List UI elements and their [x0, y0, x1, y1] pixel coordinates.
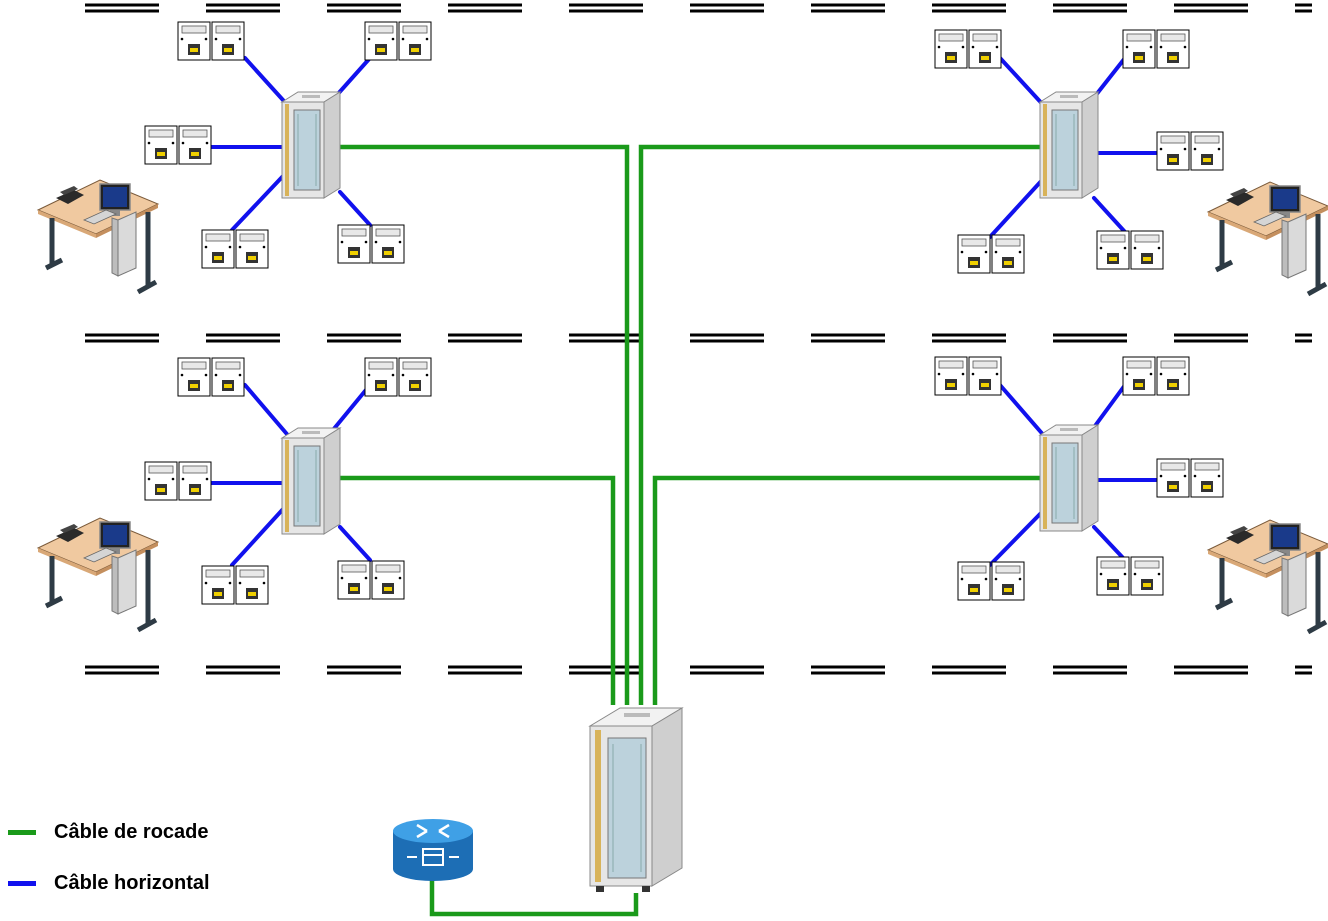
horizontal-cable: [988, 176, 1046, 239]
legend-label-horizontal: Câble horizontal: [54, 872, 210, 894]
backbone-cable-top-left: [338, 144, 630, 705]
horizontal-cable: [1092, 196, 1127, 234]
horizontal-cable: [230, 506, 286, 567]
wall-outlet-icon: [201, 565, 269, 605]
wall-outlet-icon: [177, 357, 245, 397]
legend-swatch-horizontal: [8, 881, 36, 886]
wall-outlet-icon: [957, 234, 1025, 274]
wall-outlet-icon: [1122, 356, 1190, 396]
horizontal-cables: [208, 56, 1158, 567]
wall-outlet-icon: [957, 561, 1025, 601]
legend-item-horizontal: Câble horizontal: [8, 872, 210, 895]
wall-outlet-icon: [337, 560, 405, 600]
server-rack-icon: [281, 427, 341, 535]
floor-separators: [85, 3, 1312, 675]
backbone-cables: [338, 144, 1040, 917]
horizontal-cable: [998, 383, 1048, 440]
wall-outlet-icon: [1156, 131, 1224, 171]
horizontal-cable: [243, 383, 294, 442]
wall-outlet-icon: [1096, 556, 1164, 596]
wall-outlet-icon: [934, 356, 1002, 396]
wall-outlet-icon: [177, 21, 245, 61]
workstation-desk-icon: [1208, 520, 1328, 632]
workstation-desk-icon: [1208, 182, 1328, 294]
router-icon: [393, 819, 473, 881]
wall-outlet-icon: [201, 229, 269, 269]
backbone-cable-top-right: [638, 144, 1040, 705]
wall-outlet-icon: [364, 21, 432, 61]
horizontal-cable: [338, 525, 372, 562]
server-rack-icon: [1039, 424, 1099, 532]
floor-racks: [281, 91, 1099, 535]
backbone-cable-router: [429, 875, 639, 917]
legend-label-backbone: Câble de rocade: [54, 821, 209, 843]
wall-outlet-icon: [144, 125, 212, 165]
main-rack-icon: [588, 707, 684, 892]
wall-outlet-icon: [934, 29, 1002, 69]
legend-item-backbone: Câble de rocade: [8, 821, 209, 844]
horizontal-cable: [338, 190, 372, 227]
horizontal-cable: [988, 508, 1046, 567]
wall-outlet-icon: [1122, 29, 1190, 69]
backbone-cable-bottom-right: [652, 475, 1040, 705]
backbone-cable-bottom-left: [338, 475, 616, 705]
wall-outlet-icon: [144, 461, 212, 501]
horizontal-cable: [1090, 383, 1127, 432]
horizontal-cable: [998, 56, 1048, 110]
wall-outlet-icon: [1096, 230, 1164, 270]
horizontal-cable: [1092, 525, 1127, 562]
workstation-desk-icon: [38, 518, 158, 630]
server-rack-icon: [1039, 91, 1099, 199]
server-rack-icon: [281, 91, 341, 199]
workstation-desk-icon: [38, 180, 158, 292]
horizontal-cable: [230, 173, 286, 232]
wall-outlet-icon: [1156, 458, 1224, 498]
legend-swatch-backbone: [8, 830, 36, 835]
wall-outlet-icon: [364, 357, 432, 397]
wall-outlet-icon: [337, 224, 405, 264]
